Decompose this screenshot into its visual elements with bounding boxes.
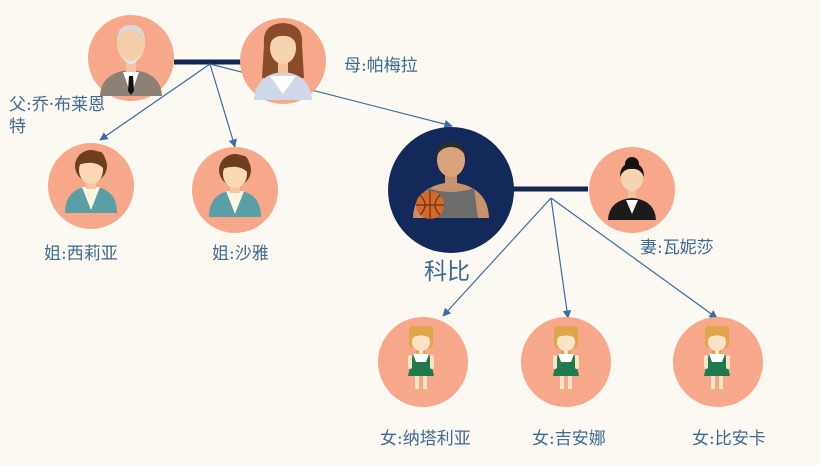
woman-avatar-icon bbox=[608, 157, 656, 220]
mother-node bbox=[240, 18, 326, 104]
sister2-label: 姐:沙雅 bbox=[212, 244, 269, 264]
sister2-node bbox=[192, 147, 278, 233]
arrow-to-daughter1 bbox=[442, 197, 552, 317]
daughter2-label: 女:吉安娜 bbox=[532, 429, 606, 449]
wife-label: 妻:瓦妮莎 bbox=[640, 238, 714, 258]
daughter2-node bbox=[521, 317, 611, 407]
arrow-to-sister2 bbox=[209, 63, 237, 148]
arrow-to-sister1 bbox=[99, 63, 211, 141]
daughter1-label: 女:纳塔利亚 bbox=[380, 429, 471, 449]
sister1-node bbox=[48, 143, 134, 229]
sister1-label: 姐:西莉亚 bbox=[44, 244, 118, 264]
basketball-player-avatar-icon bbox=[413, 142, 489, 219]
kobe-node bbox=[388, 127, 514, 253]
kobe-label: 科比 bbox=[424, 259, 470, 285]
old-man-avatar-icon bbox=[100, 25, 162, 96]
woman-avatar-icon bbox=[254, 23, 312, 100]
daughter3-label: 女:比安卡 bbox=[692, 429, 766, 449]
arrow-to-daughter2 bbox=[550, 197, 572, 319]
father-node bbox=[88, 15, 174, 101]
wife-node bbox=[589, 147, 675, 233]
arrow-to-daughter3 bbox=[550, 197, 718, 319]
daughter1-node bbox=[378, 317, 468, 407]
father-label: 父:乔·布莱恩 特 bbox=[9, 95, 106, 137]
daughter3-node bbox=[673, 317, 763, 407]
mother-label: 母:帕梅拉 bbox=[344, 56, 418, 76]
